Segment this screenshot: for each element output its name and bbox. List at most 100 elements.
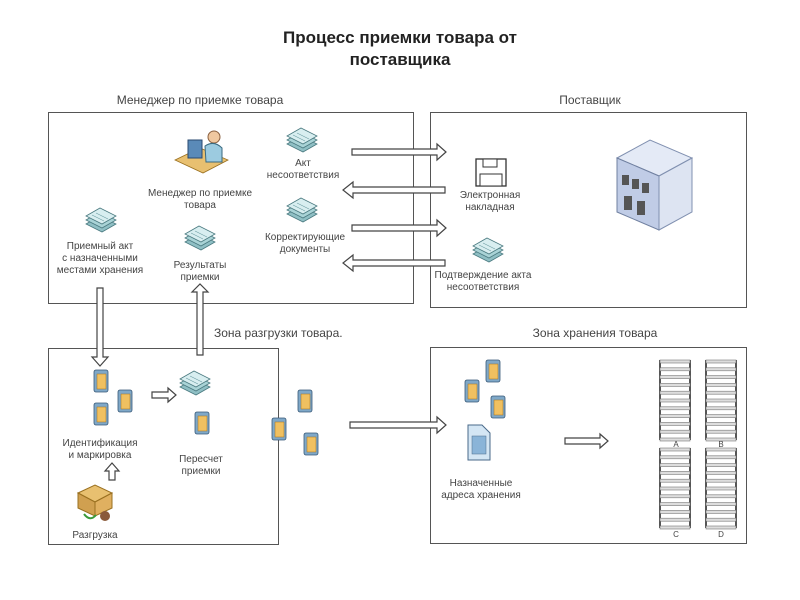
rack-label-d: D bbox=[718, 530, 724, 539]
rack-shelf bbox=[705, 447, 737, 452]
rack-shelf bbox=[659, 447, 691, 452]
doc-stack-icon bbox=[286, 127, 318, 153]
doc-stack-icon bbox=[85, 207, 117, 233]
rack-shelf bbox=[705, 359, 737, 364]
zone-supplier bbox=[430, 112, 747, 308]
rack-shelf bbox=[705, 502, 737, 506]
product-box-icon bbox=[490, 395, 506, 419]
label-line: Подтверждение акта bbox=[434, 270, 532, 281]
product-box-icon bbox=[194, 411, 210, 435]
rack-shelf bbox=[705, 471, 737, 475]
label-line: Назначенные bbox=[449, 478, 513, 489]
rack-shelf bbox=[705, 486, 737, 491]
label-line: Приемный акт bbox=[66, 241, 134, 252]
arrow-right-icon bbox=[351, 218, 447, 238]
rack-shelf bbox=[659, 437, 691, 442]
label-line: Результаты bbox=[173, 260, 227, 271]
product-box-icon bbox=[271, 417, 287, 441]
rack-shelf bbox=[659, 517, 691, 522]
rack-b bbox=[705, 359, 737, 442]
rack-shelf bbox=[659, 525, 691, 530]
rack-shelf bbox=[705, 429, 737, 434]
product-box-icon bbox=[485, 359, 501, 383]
rack-shelf bbox=[705, 367, 737, 372]
rack-shelf bbox=[705, 525, 737, 530]
zone-manager bbox=[48, 112, 414, 304]
doc-stack-icon bbox=[179, 370, 211, 396]
rack-shelf bbox=[659, 429, 691, 434]
rack-shelf bbox=[705, 437, 737, 442]
rack-shelf bbox=[659, 502, 691, 506]
rack-shelf bbox=[659, 494, 691, 499]
supplier-building-icon bbox=[615, 139, 694, 231]
rack-label-c: C bbox=[673, 530, 679, 539]
diagram-title-line1: Процесс приемки товара от bbox=[283, 28, 517, 47]
rack-shelf bbox=[659, 471, 691, 475]
label-unloading: Разгрузка bbox=[72, 530, 118, 541]
rack-shelf bbox=[659, 383, 691, 387]
rack-shelf bbox=[705, 494, 737, 499]
rack-shelf bbox=[705, 406, 737, 411]
rack-shelf bbox=[705, 510, 737, 514]
diagram-title-line2: поставщика bbox=[349, 50, 451, 69]
product-box-icon bbox=[297, 389, 313, 413]
arrow-down-icon bbox=[90, 287, 110, 367]
rack-shelf bbox=[705, 390, 737, 395]
product-box-icon bbox=[117, 389, 133, 413]
label-line: адреса хранения bbox=[441, 490, 521, 501]
rack-shelf bbox=[705, 383, 737, 387]
floppy-disk-icon bbox=[475, 158, 507, 187]
label-line: накладная bbox=[465, 202, 515, 213]
rack-shelf bbox=[705, 414, 737, 418]
doc-stack-icon bbox=[286, 197, 318, 223]
product-box-icon bbox=[303, 432, 319, 456]
rack-shelf bbox=[659, 390, 691, 395]
arrow-up-icon bbox=[103, 462, 121, 481]
arrow-left-icon bbox=[342, 180, 446, 200]
rack-shelf bbox=[659, 398, 691, 403]
arrow-right-icon bbox=[351, 142, 447, 162]
rack-shelf bbox=[659, 455, 691, 460]
rack-shelf bbox=[659, 359, 691, 364]
arrow-right-icon bbox=[349, 415, 447, 435]
rack-label-b: B bbox=[718, 440, 724, 449]
label-line: Менеджер по приемке bbox=[147, 188, 253, 199]
rack-a bbox=[659, 359, 691, 442]
arrow-right-icon bbox=[151, 386, 177, 404]
label-line: местами хранения bbox=[56, 265, 144, 276]
product-box-icon bbox=[93, 369, 109, 393]
rack-shelf bbox=[659, 478, 691, 483]
label-line: Акт bbox=[295, 158, 311, 169]
zone-label-unloading: Зона разгрузки товара. bbox=[214, 326, 343, 340]
label-line: приемки bbox=[180, 272, 220, 283]
rack-shelf bbox=[705, 478, 737, 483]
rack-shelf bbox=[659, 367, 691, 372]
label-line: приемки bbox=[181, 466, 221, 477]
storage-address-sheet-icon bbox=[467, 424, 491, 461]
doc-stack-icon bbox=[184, 225, 216, 251]
label-line: и маркировка bbox=[68, 450, 132, 461]
label-line: документы bbox=[279, 244, 331, 255]
arrow-left-icon bbox=[342, 253, 446, 273]
rack-shelf bbox=[705, 463, 737, 467]
rack-shelf bbox=[705, 422, 737, 426]
rack-shelf bbox=[705, 398, 737, 403]
label-line: Пересчет bbox=[179, 454, 223, 465]
rack-c bbox=[659, 447, 691, 530]
label-line: Электронная bbox=[459, 190, 521, 201]
label-line: несоответствия bbox=[266, 170, 340, 181]
rack-shelf bbox=[659, 510, 691, 514]
rack-shelf bbox=[705, 375, 737, 379]
zone-label-storage: Зона хранения товара bbox=[532, 326, 658, 340]
arrow-up-icon bbox=[190, 283, 210, 356]
